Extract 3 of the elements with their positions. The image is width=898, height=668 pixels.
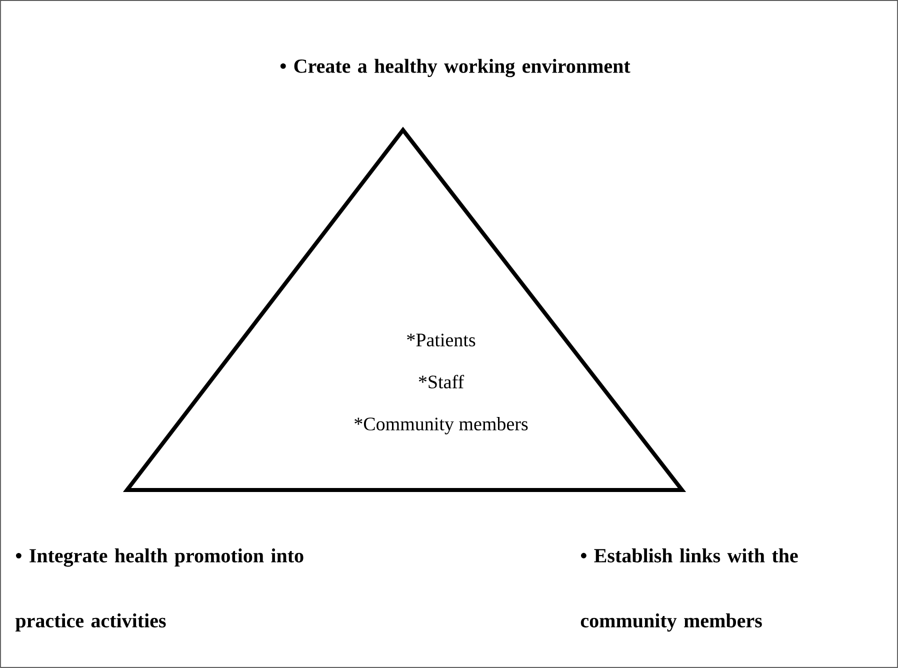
bullet-text: • Establish links with the community members: [580, 548, 798, 632]
bullet-text: • Integrate health promotion into practice activities: [15, 548, 304, 632]
bullet-text: • Create a healthy working environment: [280, 58, 630, 78]
